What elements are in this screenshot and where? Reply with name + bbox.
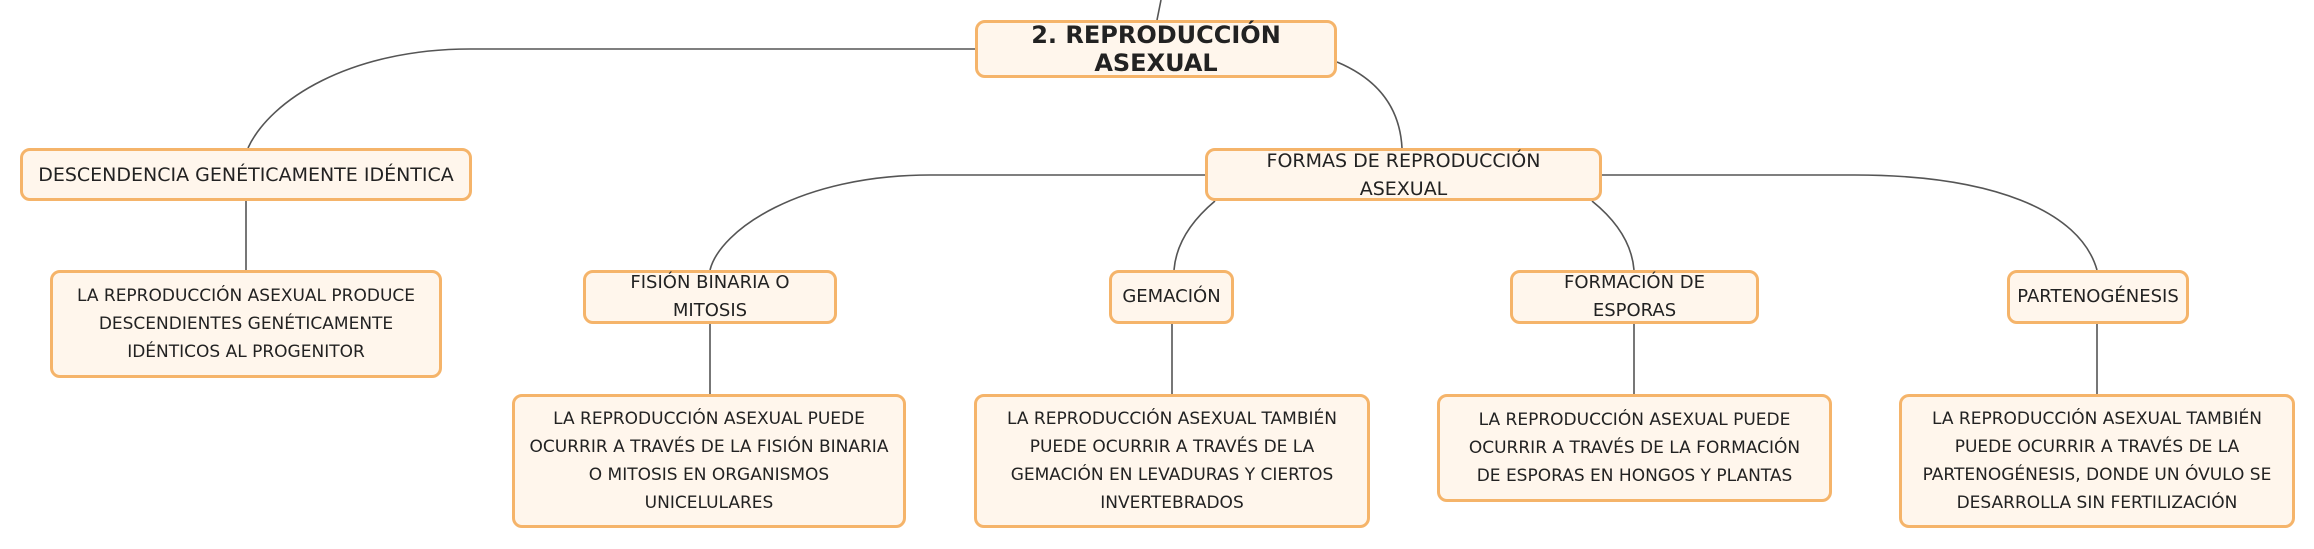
fision-detail-text: LA REPRODUCCIÓN ASEXUAL PUEDE OCURRIR A … bbox=[529, 409, 889, 513]
gemacion-node-label: GEMACIÓN bbox=[1122, 286, 1221, 307]
fision-detail-node[interactable]: LA REPRODUCCIÓN ASEXUAL PUEDE OCURRIR A … bbox=[512, 394, 906, 528]
connector-root-formas bbox=[1336, 61, 1403, 149]
esporas-detail-node[interactable]: LA REPRODUCCIÓN ASEXUAL PUEDE OCURRIR A … bbox=[1437, 394, 1832, 502]
gemacion-node[interactable]: GEMACIÓN bbox=[1109, 270, 1234, 324]
esporas-node[interactable]: FORMACIÓN DE ESPORAS bbox=[1510, 270, 1759, 324]
gemacion-detail-text: LA REPRODUCCIÓN ASEXUAL TAMBIÉN PUEDE OC… bbox=[1007, 409, 1337, 513]
descendencia-detail-node[interactable]: LA REPRODUCCIÓN ASEXUAL PRODUCE DESCENDI… bbox=[50, 270, 442, 378]
connector-formas-partenogenesis bbox=[1602, 174, 2098, 271]
partenogenesis-node-label: PARTENOGÉNESIS bbox=[2017, 286, 2179, 307]
connector-formas-fision bbox=[709, 174, 1205, 271]
fision-node-label: FISIÓN BINARIA O MITOSIS bbox=[630, 272, 790, 321]
connector-incoming bbox=[1156, 0, 1162, 21]
root-node-label: 2. REPRODUCCIÓN ASEXUAL bbox=[1031, 21, 1281, 77]
connector-root-descendencia bbox=[247, 48, 975, 149]
fision-node[interactable]: FISIÓN BINARIA O MITOSIS bbox=[583, 270, 837, 324]
descendencia-node[interactable]: DESCENDENCIA GENÉTICAMENTE IDÉNTICA bbox=[20, 148, 472, 201]
formas-node[interactable]: FORMAS DE REPRODUCCIÓN ASEXUAL bbox=[1205, 148, 1602, 201]
partenogenesis-detail-node[interactable]: LA REPRODUCCIÓN ASEXUAL TAMBIÉN PUEDE OC… bbox=[1899, 394, 2295, 528]
esporas-node-label: FORMACIÓN DE ESPORAS bbox=[1563, 272, 1706, 321]
connector-formas-esporas bbox=[1591, 200, 1635, 271]
esporas-detail-text: LA REPRODUCCIÓN ASEXUAL PUEDE OCURRIR A … bbox=[1468, 410, 1801, 486]
root-node[interactable]: 2. REPRODUCCIÓN ASEXUAL bbox=[975, 20, 1337, 78]
partenogenesis-node[interactable]: PARTENOGÉNESIS bbox=[2007, 270, 2189, 324]
descendencia-detail-text: LA REPRODUCCIÓN ASEXUAL PRODUCE DESCENDI… bbox=[76, 286, 416, 362]
gemacion-detail-node[interactable]: LA REPRODUCCIÓN ASEXUAL TAMBIÉN PUEDE OC… bbox=[974, 394, 1370, 528]
formas-node-label: FORMAS DE REPRODUCCIÓN ASEXUAL bbox=[1266, 149, 1541, 200]
connector-formas-gemacion bbox=[1173, 200, 1216, 271]
descendencia-node-label: DESCENDENCIA GENÉTICAMENTE IDÉNTICA bbox=[38, 163, 454, 186]
partenogenesis-detail-text: LA REPRODUCCIÓN ASEXUAL TAMBIÉN PUEDE OC… bbox=[1922, 409, 2272, 513]
